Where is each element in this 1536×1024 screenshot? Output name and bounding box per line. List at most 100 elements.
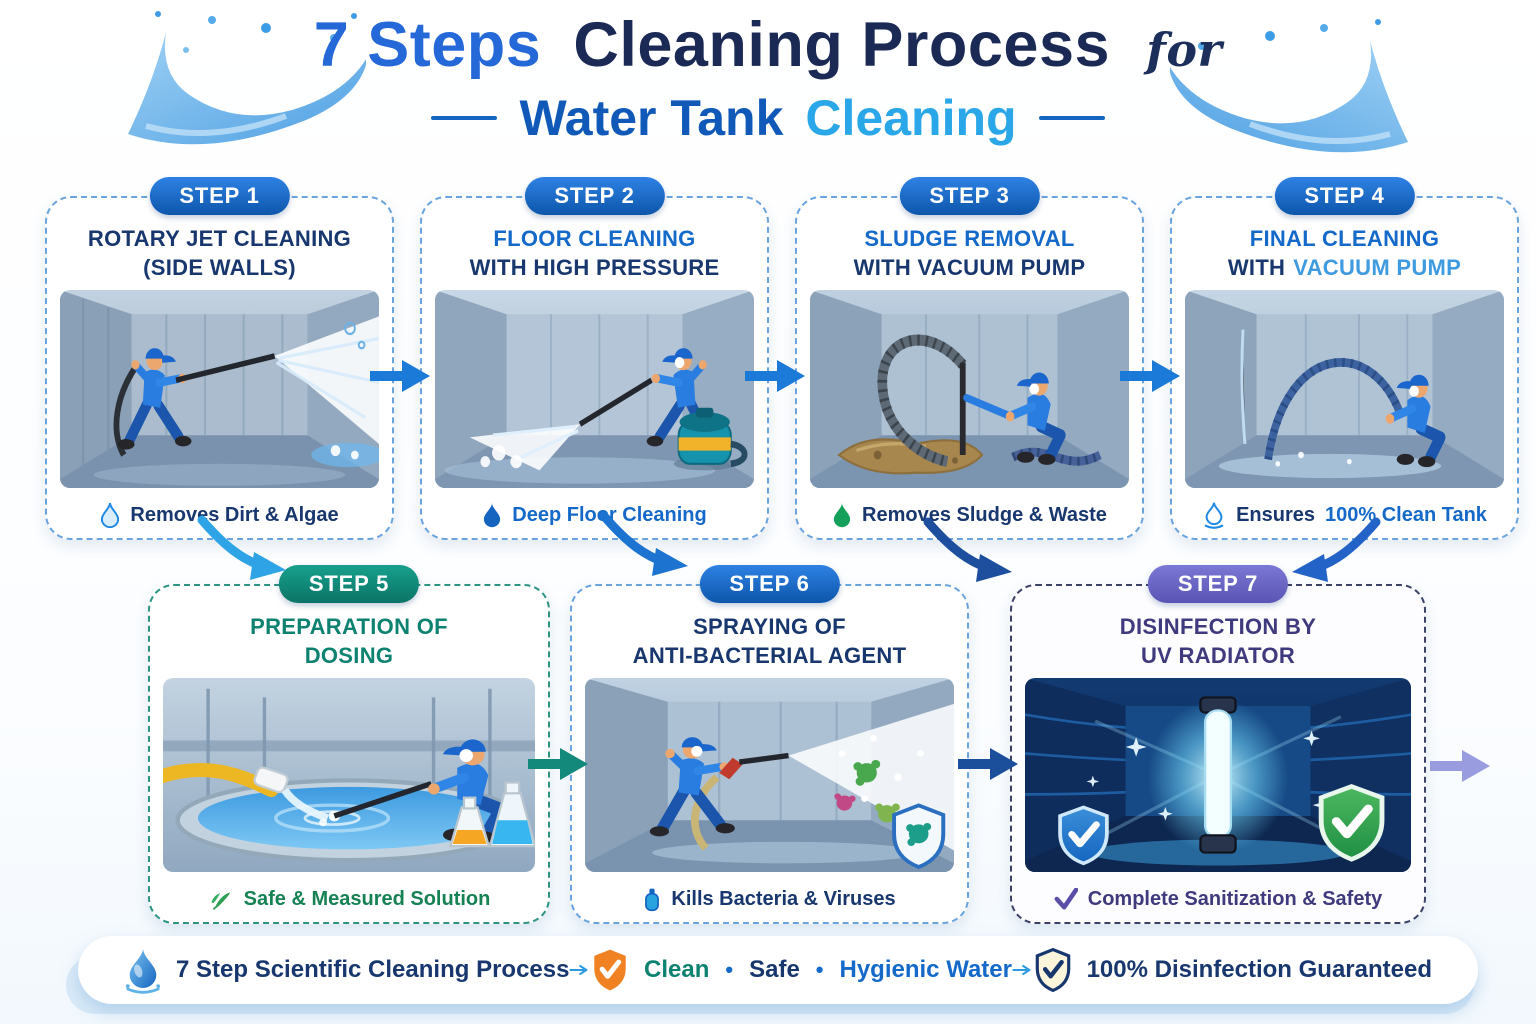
pressure-lance <box>578 377 653 427</box>
flow-arrow-right-icon <box>745 360 805 392</box>
spray-jet <box>469 424 580 471</box>
flow-arrow-curved-icon <box>197 515 286 580</box>
step-1-title-line2: (SIDE WALLS) <box>143 254 296 280</box>
spray-bottle-icon <box>643 886 661 912</box>
footer-separator: • <box>725 957 734 982</box>
title-dash-left <box>431 116 498 120</box>
step-2-title-line2: WITH HIGH PRESSURE <box>469 254 720 280</box>
flow-arrow-curved-icon <box>923 517 1012 582</box>
scene-antibacterial-spray <box>585 678 954 872</box>
step-6-caption-text: Kills Bacteria & Viruses <box>671 887 896 910</box>
flow-arrow-right-icon <box>1120 360 1180 392</box>
water-splash-decoration <box>1170 19 1408 153</box>
droplet-icon <box>482 502 502 528</box>
vacuum-pipe <box>1264 358 1406 461</box>
footer-arrow-icon <box>1012 964 1031 976</box>
step-5-caption: Safe & Measured Solution <box>150 876 548 922</box>
step-5-title-line2: DOSING <box>304 642 394 668</box>
scene-final-cleaning <box>1185 290 1504 488</box>
shield-check-icon <box>892 803 946 870</box>
leaf-icon <box>208 887 234 911</box>
scene-dosing-preparation <box>163 678 535 872</box>
step-1-caption: Removes Dirt & Algae <box>47 492 392 538</box>
face-mask <box>1029 383 1040 395</box>
step-2-caption: Deep Floor Cleaning <box>422 492 767 538</box>
droplet-icon <box>100 502 120 528</box>
step-card-4: STEP 4 FINAL CLEANING WITH VACUUM PUMP <box>1170 177 1519 540</box>
footer-summary-bar: 7 Step Scientific Cleaning Process Clean… <box>78 936 1478 1004</box>
microbes <box>834 759 900 823</box>
step-2-caption-text: Deep Floor Cleaning <box>512 503 707 526</box>
step-6-title: SPRAYING OF ANTI-BACTERIAL AGENT <box>580 612 959 670</box>
footer-text-guarantee: 100% Disinfection Guaranteed <box>1086 956 1432 983</box>
step-7-title: DISINFECTION BY UV RADIATOR <box>1020 612 1416 670</box>
flow-arrow-right-icon <box>958 748 1018 780</box>
footer-arrow-icon <box>569 964 588 976</box>
step-5-caption-text: Safe & Measured Solution <box>243 887 491 910</box>
step-card-6: STEP 6 SPRAYING OF ANTI-BACTERIAL AGENT <box>570 565 969 924</box>
step-7-caption: Complete Sanitization & Safety <box>1012 876 1424 922</box>
chemical-flasks <box>448 781 535 848</box>
step-4-title: FINAL CLEANING WITH VACUUM PUMP <box>1180 224 1509 282</box>
step-3-badge: STEP 3 <box>899 177 1040 215</box>
title-part-for: for <box>1146 23 1223 77</box>
navy-shield-check-icon <box>1035 948 1070 992</box>
step-6-caption: Kills Bacteria & Viruses <box>572 876 967 922</box>
scene-uv-disinfection <box>1025 678 1411 872</box>
step-card-1: STEP 1 ROTARY JET CLEANING (SIDE WALLS) <box>45 177 394 540</box>
step-2-badge: STEP 2 <box>524 177 665 215</box>
scene-sludge-removal <box>810 290 1129 488</box>
step-7-caption-text: Complete Sanitization & Safety <box>1087 887 1383 910</box>
step-4-caption-text-b: 100% Clean Tank <box>1325 503 1487 526</box>
subtitle-part-cleaning: Cleaning <box>805 90 1017 146</box>
step-1-caption-text: Removes Dirt & Algae <box>130 503 339 526</box>
step-card-2: STEP 2 FLOOR CLEANING WITH HIGH PRESSURE <box>420 177 769 540</box>
footer-item-water-quality: Clean • Safe • Hygienic Water <box>590 948 1012 992</box>
step-5-badge: STEP 5 <box>278 565 420 603</box>
footer-text-clean: Clean <box>644 956 710 983</box>
orange-shield-check-icon <box>594 949 626 991</box>
step-4-title-line1: FINAL CLEANING <box>1249 225 1440 251</box>
step-1-badge: STEP 1 <box>149 177 290 215</box>
step-3-title-line1: SLUDGE REMOVAL <box>864 225 1075 251</box>
shield-check-green-icon <box>1318 784 1385 862</box>
spray-gun <box>719 752 789 780</box>
scene-rotary-jet-cleaning <box>60 290 379 488</box>
face-mask <box>1409 385 1419 397</box>
footer-item-guarantee: 100% Disinfection Guaranteed <box>1033 948 1432 992</box>
step-4-caption: Ensures 100% Clean Tank <box>1172 492 1517 538</box>
page-title: 7 Steps Cleaning Process for Water Tank … <box>0 10 1536 147</box>
shield-check-blue-icon <box>1058 805 1109 866</box>
step-card-3: STEP 3 SLUDGE REMOVAL WITH VACUUM PUMP <box>795 177 1144 540</box>
step-card-7: STEP 7 DISINFECTION BY UV RADIATOR <box>1010 565 1426 924</box>
jet-lance <box>175 353 276 383</box>
face-mask <box>674 357 685 369</box>
title-dash-right <box>1038 116 1105 120</box>
title-part-steps: 7 Steps <box>313 10 542 80</box>
step-6-title-line2: ANTI-BACTERIAL AGENT <box>632 642 907 668</box>
dosing-hose <box>163 763 329 822</box>
step-6-badge: STEP 6 <box>699 565 840 603</box>
face-mask <box>691 745 703 757</box>
footer-item-process: 7 Step Scientific Cleaning Process <box>124 946 569 994</box>
flow-arrow-curved-icon <box>1292 517 1381 582</box>
flow-arrow-curved-icon <box>599 511 688 576</box>
mixing-rod <box>333 781 433 819</box>
spray-jet <box>274 316 379 444</box>
step-7-title-line1: DISINFECTION BY <box>1119 613 1317 639</box>
step-7-title-line2: UV RADIATOR <box>1140 642 1296 668</box>
step-5-title: PREPARATION OF DOSING <box>158 612 540 670</box>
step-4-title-line2b: VACUUM PUMP <box>1293 254 1462 280</box>
uv-lamp <box>1199 696 1237 854</box>
water-drop-splash-icon <box>125 948 161 994</box>
step-4-title-line2a: WITH <box>1227 254 1286 280</box>
step-4-badge: STEP 4 <box>1274 177 1415 215</box>
chemical-hose <box>690 774 720 851</box>
flow-arrow-right-icon <box>1430 750 1490 782</box>
step-2-title-line1: FLOOR CLEANING <box>493 225 696 251</box>
droplet-icon <box>832 502 852 528</box>
scene-floor-cleaning <box>435 290 754 488</box>
step-4-caption-text-a: Ensures <box>1236 503 1315 526</box>
flow-arrow-right-icon <box>370 360 430 392</box>
